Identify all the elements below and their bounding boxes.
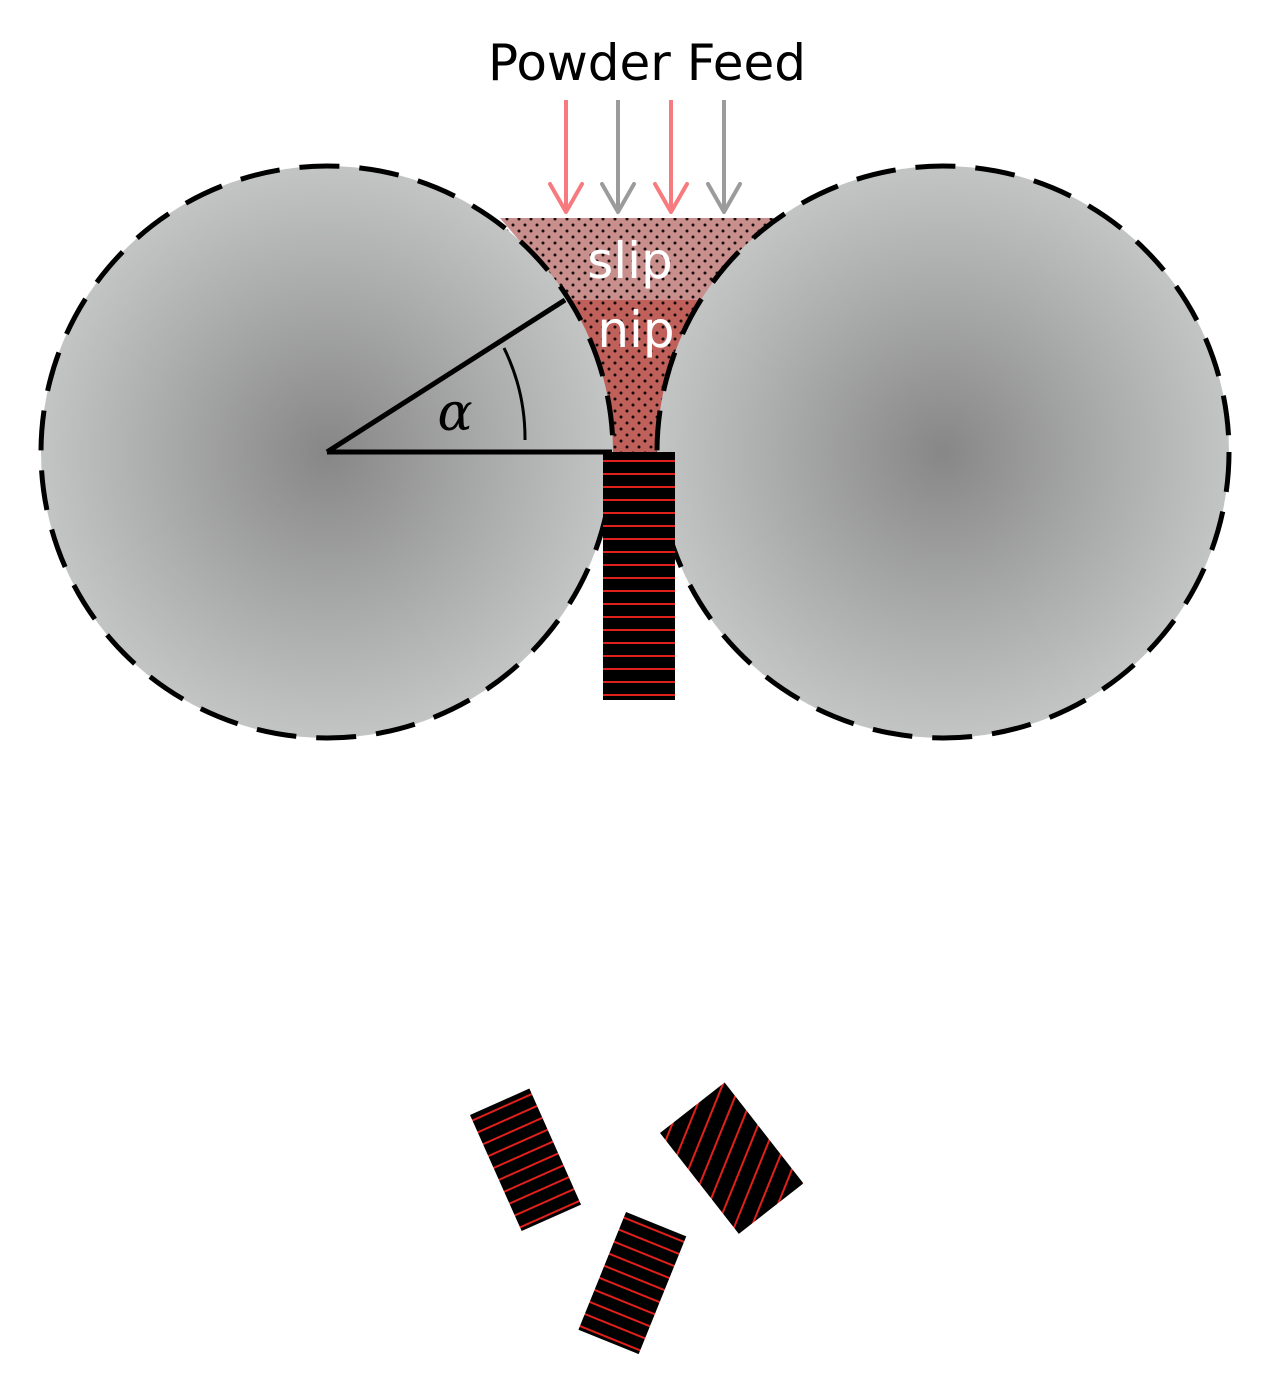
flake-bottom: [578, 1212, 687, 1355]
feed-arrow-red-1: [548, 100, 584, 214]
feed-zone-texture: [500, 218, 775, 455]
feed-arrow-gray-2: [600, 100, 636, 214]
right-roll: [654, 163, 1232, 741]
feed-arrows: [548, 100, 742, 214]
slip-label: slip: [587, 232, 673, 290]
flake-left: [469, 1088, 582, 1232]
feed-arrow-gray-4: [706, 100, 742, 214]
powder-feed-title: Powder Feed: [488, 34, 806, 92]
compacted-ribbon: [603, 452, 675, 700]
nip-label: nip: [597, 301, 674, 359]
feed-arrow-red-3: [653, 100, 689, 214]
angle-arc: [502, 347, 527, 441]
angle-alpha-label: α: [437, 383, 472, 443]
flake-right: [660, 1082, 804, 1234]
radius-line-angled: [325, 297, 567, 455]
